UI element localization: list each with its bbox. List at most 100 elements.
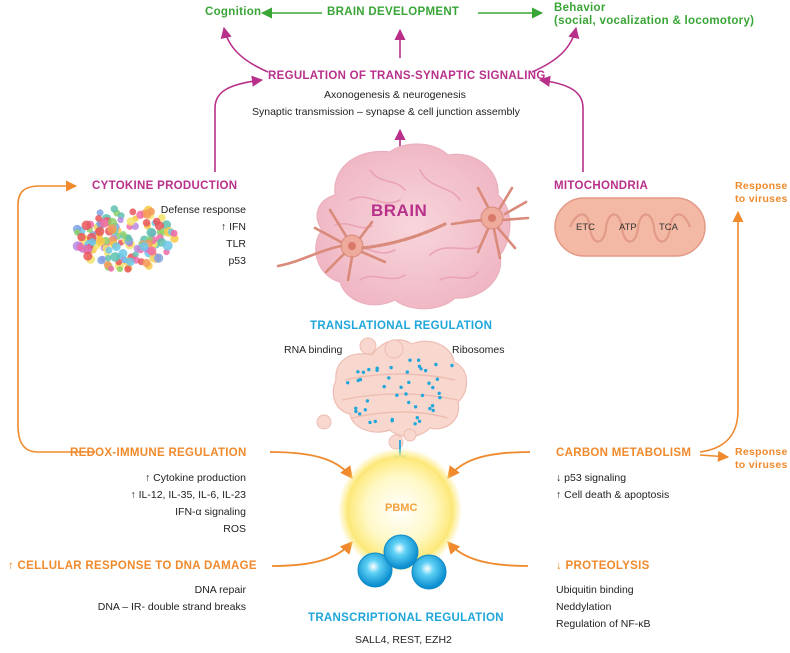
cytokine-dot bbox=[111, 242, 121, 252]
mito-etc-label: ETC bbox=[576, 222, 595, 233]
cytokine-dot bbox=[162, 240, 173, 251]
ribosome-dot bbox=[413, 405, 418, 409]
ribosome-dot bbox=[346, 381, 350, 385]
cytokine-dot bbox=[136, 210, 145, 219]
ribosomes-label: Ribosomes bbox=[452, 344, 505, 356]
behavior-detail-label: (social, vocalization & locomotory) bbox=[554, 15, 755, 27]
arrow-proteolysis-to-pbmc bbox=[447, 541, 529, 567]
ribosome-dot bbox=[375, 368, 379, 372]
cytokine-dot bbox=[110, 252, 120, 262]
carbon-title: CARBON METABOLISM bbox=[556, 447, 692, 459]
ribosome-dot bbox=[407, 380, 411, 385]
cytokine-dot bbox=[95, 215, 102, 222]
translational-title: TRANSLATIONAL REGULATION bbox=[310, 320, 493, 332]
brain-development-label: BRAIN DEVELOPMENT bbox=[327, 6, 460, 18]
cytokine-dot bbox=[97, 256, 106, 265]
ribosome-dot bbox=[419, 367, 423, 371]
cytokine-dot bbox=[122, 257, 129, 264]
ribosome-dot bbox=[408, 358, 412, 362]
cognition-label: Cognition bbox=[205, 6, 262, 18]
cytokine-dot bbox=[170, 234, 179, 243]
cytokine-dots-icon bbox=[72, 205, 179, 273]
cytokine-dot bbox=[147, 207, 155, 216]
arrow-dna-to-pbmc bbox=[271, 541, 353, 567]
trans-synaptic-item: Axonogenesis & neurogenesis bbox=[324, 89, 466, 101]
proteolysis-item: Regulation of NF-κB bbox=[556, 618, 651, 630]
redox-item: IFN-α signaling bbox=[175, 506, 246, 518]
ribosome-dot bbox=[361, 370, 366, 374]
transcriptional-item: SALL4, REST, EZH2 bbox=[355, 634, 452, 646]
cytokine-dot bbox=[132, 251, 139, 258]
cytokine-dot bbox=[146, 227, 156, 238]
ribosome-dot bbox=[416, 358, 421, 362]
mito-tca-label: TCA bbox=[659, 222, 678, 233]
cytokine-dot bbox=[133, 244, 141, 253]
response-to-viruses-bottom: Response bbox=[735, 446, 788, 458]
ribosome-dot bbox=[438, 395, 442, 400]
mitochondria-title: MITOCHONDRIA bbox=[554, 180, 649, 192]
arrow-carbon-to-virus-response-2 bbox=[699, 450, 730, 462]
cytokine-title: CYTOKINE PRODUCTION bbox=[92, 180, 238, 192]
ribosome-dot bbox=[367, 367, 371, 372]
ribosome-dot bbox=[435, 377, 440, 381]
ribosome-dot bbox=[354, 409, 358, 414]
dna-damage-item: DNA – IR- double strand breaks bbox=[97, 601, 246, 613]
ribosome-dot bbox=[390, 419, 394, 423]
ribosome-dot bbox=[427, 381, 431, 385]
carbon-item: ↑ Cell death & apoptosis bbox=[556, 489, 670, 501]
cytokine-item: ↑ IFN bbox=[220, 221, 246, 233]
cytokine-dot bbox=[142, 219, 151, 227]
arrow-cytokine-to-synaptic bbox=[214, 75, 264, 172]
ribosome-dot bbox=[413, 422, 417, 426]
arrow-redox-to-pbmc bbox=[269, 451, 353, 480]
ribosome-dot bbox=[354, 406, 358, 410]
neuron-icon bbox=[276, 186, 530, 282]
response-to-viruses-top: Response bbox=[735, 180, 788, 192]
ribosome-dot bbox=[434, 362, 438, 367]
cytokine-dot bbox=[81, 220, 92, 231]
cytokine-dot bbox=[126, 217, 136, 226]
cytokine-dot bbox=[116, 266, 123, 273]
rna-binding-label: RNA binding bbox=[284, 344, 343, 356]
cytokine-dot bbox=[153, 217, 161, 226]
ribosome-dot bbox=[365, 399, 370, 403]
cytokine-dot bbox=[154, 253, 164, 263]
redox-item: ↑ IL-12, IL-35, IL-6, IL-23 bbox=[130, 489, 246, 501]
cytokine-dot bbox=[83, 251, 93, 261]
dna-damage-item: DNA repair bbox=[194, 584, 246, 596]
ribosome-dot bbox=[431, 385, 435, 390]
cytokine-dot bbox=[142, 258, 151, 268]
trans-synaptic-item: Synaptic transmission – synapse & cell j… bbox=[252, 106, 520, 118]
ribosome-dot bbox=[437, 391, 441, 395]
response-to-viruses-bottom-2: to viruses bbox=[735, 459, 788, 471]
cytokine-dot bbox=[95, 226, 105, 236]
ribosome-dot bbox=[428, 406, 432, 411]
cell-icon bbox=[338, 448, 462, 590]
cytokine-dot bbox=[170, 229, 178, 237]
ribosome-dot bbox=[404, 392, 408, 396]
cytokine-dot bbox=[129, 208, 137, 216]
arrow-mito-to-synaptic bbox=[538, 75, 584, 172]
proteolysis-item: Ubiquitin binding bbox=[556, 584, 634, 596]
cytokine-dot bbox=[95, 236, 106, 247]
ribosome-dot bbox=[399, 385, 403, 389]
ribosome-dot bbox=[382, 384, 386, 389]
pbmc-label: PBMC bbox=[385, 502, 418, 514]
ribosome-dot bbox=[415, 416, 419, 420]
cytokine-item: TLR bbox=[226, 238, 246, 250]
cytokine-item: p53 bbox=[228, 255, 246, 267]
mito-atp-label: ATP bbox=[619, 222, 637, 233]
cytokine-dot bbox=[139, 241, 149, 251]
cytokine-dot bbox=[158, 213, 166, 222]
cytokine-dot bbox=[105, 246, 113, 254]
ribosome-dot bbox=[407, 400, 411, 405]
ribosome-dot bbox=[358, 377, 363, 382]
brain-icon bbox=[315, 143, 511, 310]
proteolysis-item: Neddylation bbox=[556, 601, 612, 613]
ribosome-dot bbox=[450, 363, 454, 368]
ribosome-dot bbox=[430, 404, 435, 408]
ribosome-dot bbox=[405, 370, 409, 374]
ribosome-dot bbox=[373, 419, 377, 424]
